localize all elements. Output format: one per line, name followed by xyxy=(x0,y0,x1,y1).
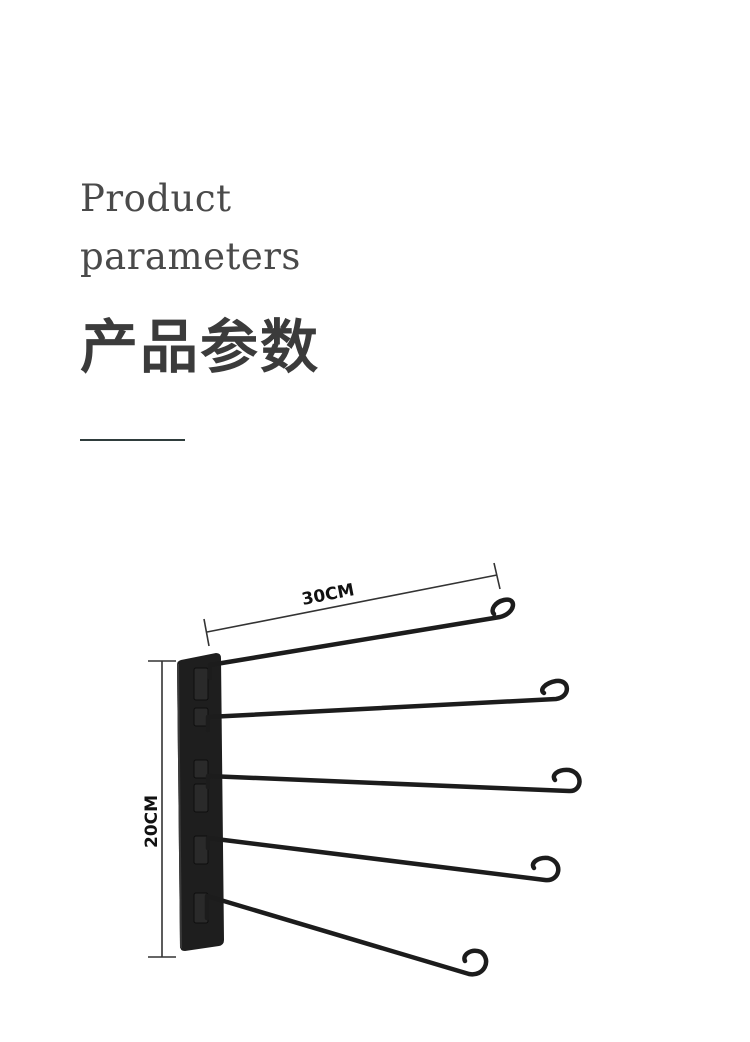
heading-divider xyxy=(80,439,185,441)
height-dimension-line xyxy=(148,660,176,958)
towel-rack-illustration: 30CM 20CM xyxy=(142,562,582,977)
heading-line-parameters: parameters xyxy=(80,235,301,278)
heading-line-product: Product xyxy=(80,177,232,220)
rack-arm-1 xyxy=(207,597,516,681)
rack-arm-4 xyxy=(205,835,561,883)
chinese-heading: 产品参数 xyxy=(80,313,321,381)
english-heading: Product parameters xyxy=(80,170,301,286)
rack-arm-3 xyxy=(205,767,582,794)
rack-arm-2 xyxy=(205,678,570,733)
rack-arm-5 xyxy=(204,893,489,977)
width-dimension-line xyxy=(203,562,501,647)
height-label: 20CM xyxy=(142,795,162,848)
width-label: 30CM xyxy=(300,580,356,610)
rack-arms xyxy=(204,597,582,977)
